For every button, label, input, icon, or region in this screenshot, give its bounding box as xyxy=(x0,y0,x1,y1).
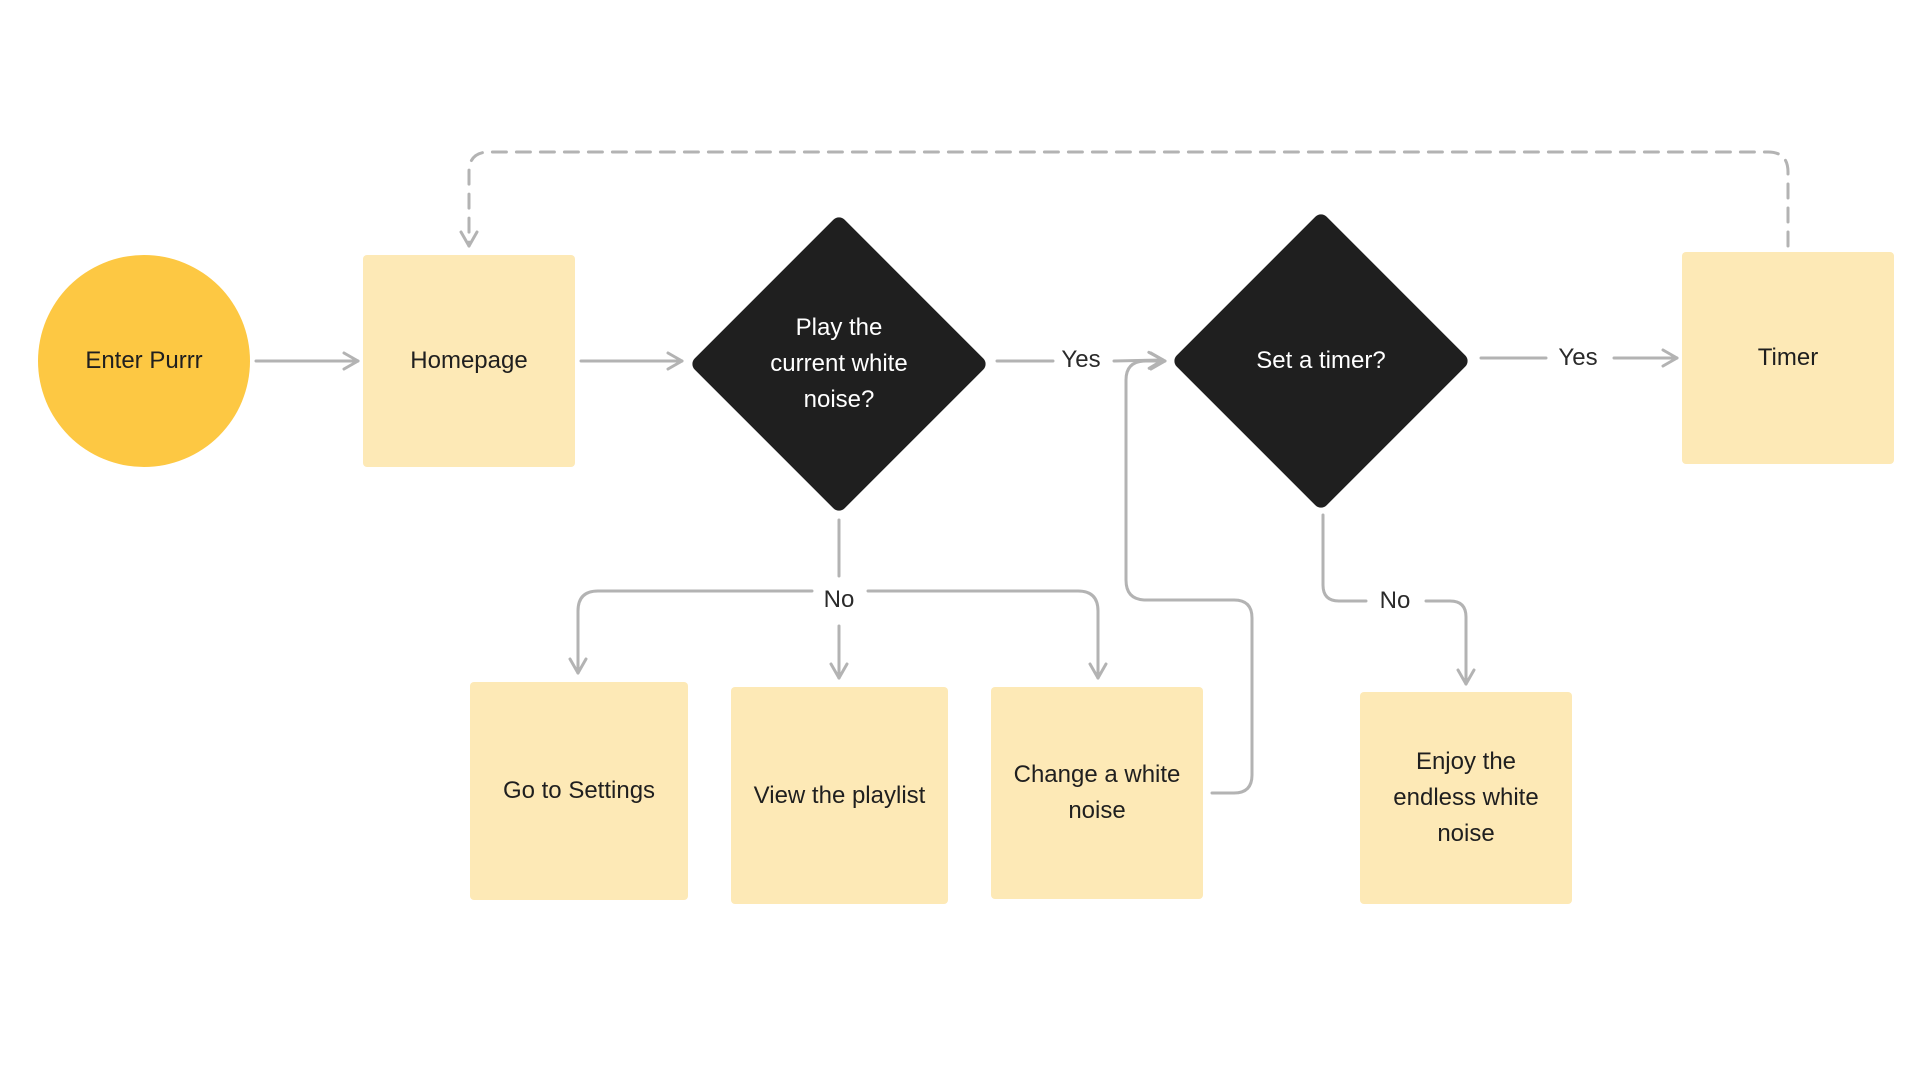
edge-label-play-yes: Yes xyxy=(1055,345,1107,375)
node-timer[interactable]: Timer xyxy=(1682,252,1894,464)
edge-timer-no xyxy=(1321,513,1466,684)
homepage-label: Homepage xyxy=(410,347,528,374)
node-go-to-settings[interactable]: Go to Settings xyxy=(470,682,688,900)
decision-play-label: Play the current white noise? xyxy=(770,314,908,413)
edge-no-to-settings xyxy=(568,589,814,675)
node-change-white-noise[interactable]: Change a white noise xyxy=(991,687,1203,899)
edge-timer-return-to-homepage xyxy=(459,150,1790,248)
view-playlist-label: View the playlist xyxy=(753,781,926,809)
decision-timer-label: Set a timer? xyxy=(1256,347,1386,374)
decision-timer-label-box: Set a timer? xyxy=(1236,331,1406,391)
decision-play-diamond[interactable] xyxy=(689,214,989,514)
node-view-playlist[interactable]: View the playlist xyxy=(731,687,948,904)
enter-purrr-label: Enter Purrr xyxy=(85,347,203,374)
enjoy-endless-label: Enjoy the endless white noise xyxy=(1393,748,1539,847)
node-enjoy-endless[interactable]: Enjoy the endless white noise xyxy=(1360,692,1572,904)
edge-label-timer-no: No xyxy=(1373,586,1417,616)
edge-label-timer-yes: Yes xyxy=(1552,343,1604,373)
node-homepage[interactable]: Homepage xyxy=(363,255,575,467)
decision-play-label-box: Play the current white noise? xyxy=(759,300,919,428)
decision-timer-diamond[interactable] xyxy=(1171,211,1471,511)
edge-no-to-change xyxy=(866,589,1108,680)
edge-change-loop-back xyxy=(1124,351,1254,795)
go-to-settings-label: Go to Settings xyxy=(502,777,656,804)
start-node-enter-purrr[interactable]: Enter Purrr xyxy=(38,255,250,467)
edge-label-play-no: No xyxy=(817,585,861,615)
change-white-noise-label: Change a white noise xyxy=(1013,761,1181,824)
timer-label: Timer xyxy=(1757,344,1819,371)
